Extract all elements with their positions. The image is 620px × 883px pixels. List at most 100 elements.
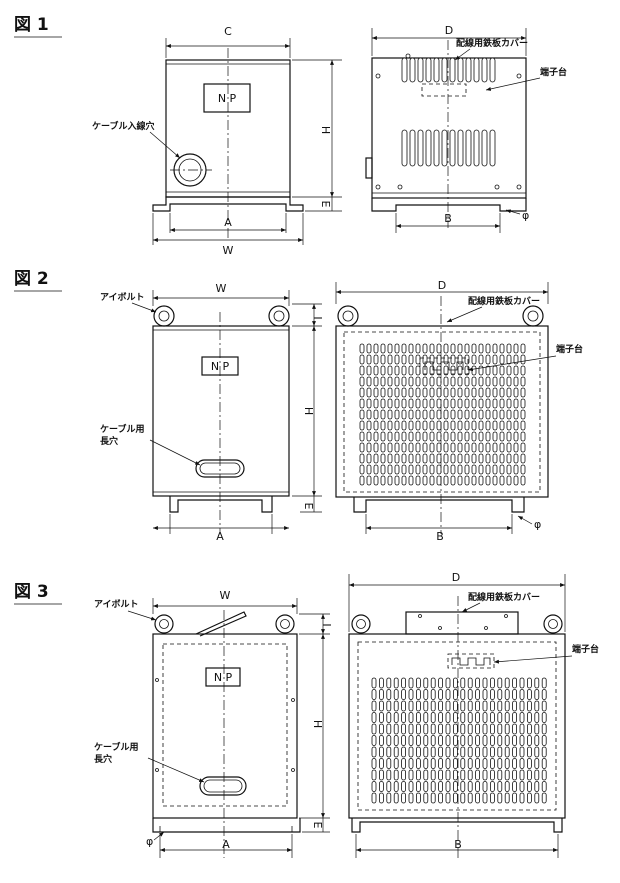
dimension-w-label: W [216, 282, 227, 295]
vent-slot [478, 354, 484, 365]
vent-slot [408, 387, 414, 398]
vent-slot [386, 712, 392, 723]
vent-slot [429, 387, 435, 398]
vent-slot [464, 387, 470, 398]
vent-slot [520, 464, 526, 475]
vent-slot [422, 442, 428, 453]
vent-slot [359, 409, 365, 420]
dimension-e-label: E [302, 503, 315, 510]
vent-slot [443, 464, 449, 475]
vent-slot [534, 723, 540, 735]
vent-slot [422, 398, 428, 409]
vent-slot [438, 758, 444, 769]
vent-slot [519, 769, 525, 781]
vent-slot [401, 398, 407, 409]
vent-slot [471, 387, 477, 398]
vent-slot [387, 376, 393, 387]
vent-slot [443, 475, 449, 486]
vent-slot [467, 735, 473, 746]
cover-lid [195, 611, 247, 637]
vent-slot [452, 712, 458, 723]
vent-slot [401, 365, 407, 376]
vent-slot [443, 343, 449, 354]
vent-slot [422, 464, 428, 475]
vent-slot [504, 735, 510, 746]
vent-slot [386, 689, 392, 700]
vent-slot [467, 792, 473, 804]
dimension-b-label: B [454, 838, 462, 851]
wiring-cover [405, 611, 519, 635]
vent-slot [423, 792, 429, 804]
vent-slot [464, 398, 470, 409]
vent-slot [415, 735, 421, 746]
vent-slot [485, 442, 491, 453]
vent-slot [445, 689, 451, 700]
vent-slot [457, 475, 463, 486]
vent-slot [445, 700, 451, 712]
vent-slot [492, 420, 498, 431]
dimension-h-label: H [319, 126, 332, 134]
vent-slot [415, 409, 421, 420]
vent-slot [504, 781, 510, 792]
vent-slot [394, 354, 400, 365]
vent-slot [460, 781, 466, 792]
vent-slot [429, 409, 435, 420]
side-vent-bottom [401, 129, 496, 167]
vent-slot [401, 409, 407, 420]
vent-slot [482, 758, 488, 769]
vent-slot [464, 475, 470, 486]
vent-slot [386, 746, 392, 758]
dimension-a-label: A [222, 838, 230, 851]
vent-slot [430, 689, 436, 700]
vent-slot [506, 387, 512, 398]
vent-slot [489, 700, 495, 712]
vent-slot [366, 398, 372, 409]
vent-slot [380, 442, 386, 453]
vent-slot [475, 677, 481, 689]
dimension-i-label: I [311, 316, 324, 319]
vent-slot [457, 420, 463, 431]
vent-slot [436, 420, 442, 431]
cover-label: 配線用鉄板カバー [456, 37, 528, 49]
vent-slot [401, 712, 407, 723]
dimension-i-label: I [320, 623, 333, 626]
vent-slot [506, 420, 512, 431]
vent-slot [415, 354, 421, 365]
vent-slot [450, 398, 456, 409]
vent-slot [475, 712, 481, 723]
vent-slot [443, 409, 449, 420]
vent-slot [380, 398, 386, 409]
vent-slot [541, 781, 547, 792]
vent-slot [519, 677, 525, 689]
vent-slot [393, 700, 399, 712]
vent-slot [393, 792, 399, 804]
vent-slot [401, 376, 407, 387]
vent-slot [534, 689, 540, 700]
vent-slot [541, 712, 547, 723]
vent-slot [445, 723, 451, 735]
vent-slot [386, 758, 392, 769]
cable-slot-label-1: ケーブル用 [100, 423, 144, 435]
vent-slot [436, 387, 442, 398]
vent-slot [475, 781, 481, 792]
vent-slot [497, 781, 503, 792]
vent-slot [485, 387, 491, 398]
vent-slot [457, 398, 463, 409]
vent-slot [489, 677, 495, 689]
vent-slot [467, 781, 473, 792]
cable-slot-label-2: 長穴 [100, 435, 118, 447]
vent-slot [527, 746, 532, 758]
vent-slot [482, 677, 488, 689]
vent-slot [506, 343, 512, 354]
vent-slot [497, 712, 503, 723]
vent-slot [373, 453, 379, 464]
vent-slot [378, 712, 384, 723]
vent-slot [512, 792, 517, 804]
vent-slot [415, 442, 421, 453]
vent-slot [438, 769, 444, 781]
vent-slot [387, 409, 393, 420]
vent-slot [430, 769, 436, 781]
vent-slot [401, 343, 407, 354]
vent-slot [492, 409, 498, 420]
